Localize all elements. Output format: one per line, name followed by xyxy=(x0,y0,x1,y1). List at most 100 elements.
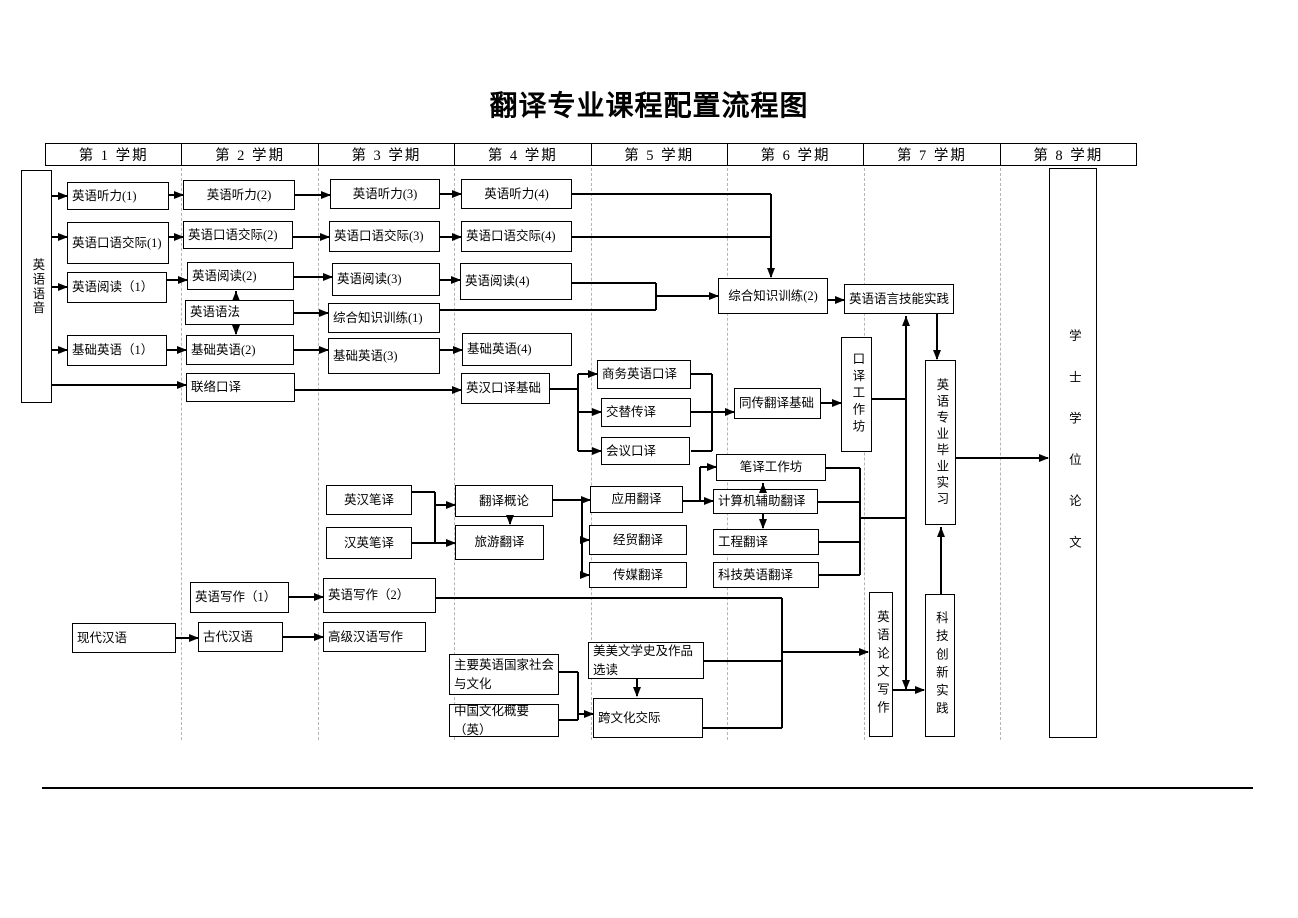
semester-header-2: 第 2 学期 xyxy=(181,144,317,165)
arrowhead-right xyxy=(452,189,462,198)
node-english-listening-1: 英语听力(1) xyxy=(67,182,169,210)
node-intercultural-communication: 跨文化交际 xyxy=(593,698,703,738)
node-consecutive-interpreting: 交替传译 xyxy=(601,398,691,427)
connector-line xyxy=(293,236,329,238)
arrowhead-right xyxy=(584,709,594,718)
node-oral-english-communication-3: 英语口语交际(3) xyxy=(329,221,440,252)
node-english-phonetics: 英语语音 xyxy=(21,170,52,403)
arrowhead-up xyxy=(901,316,910,326)
connector-line xyxy=(905,316,907,502)
node-label: 跨文化交际 xyxy=(598,710,661,725)
column-separator-2 xyxy=(318,168,319,740)
node-liaison-interpreting: 联络口译 xyxy=(186,373,295,402)
node-comprehensive-knowledge-training-1: 综合知识训练(1) xyxy=(328,303,440,333)
node-sci-tech-innovation-practice: 科技创新实践 xyxy=(925,594,955,737)
arrowhead-right xyxy=(453,345,463,354)
node-label: 英语阅读(4) xyxy=(465,274,530,289)
connector-line xyxy=(553,499,590,501)
node-label: 学士学位论文 xyxy=(1066,329,1081,577)
node-label: 中国文化概要（英） xyxy=(454,704,530,737)
semester-header-1: 第 1 学期 xyxy=(78,148,149,164)
semester-header-8: 第 8 学期 xyxy=(999,144,1136,165)
connector-line xyxy=(872,398,906,400)
connector-line xyxy=(295,389,461,391)
node-label: 英语听力(3) xyxy=(352,186,418,201)
node-label: 翻译概论 xyxy=(478,493,529,508)
column-separator-3 xyxy=(454,168,455,740)
connector-line xyxy=(821,402,841,404)
arrowhead-right xyxy=(580,570,590,579)
node-label: 应用翻译 xyxy=(611,492,662,507)
arrowhead-right xyxy=(704,496,714,505)
node-label: 英语论文写作 xyxy=(874,610,889,719)
node-media-translation: 传媒翻译 xyxy=(589,562,687,588)
node-label: 英语阅读(2) xyxy=(192,268,257,283)
node-label: 主要英语国家社会与文化 xyxy=(454,658,555,691)
node-label: 高级汉语写作 xyxy=(328,629,404,644)
connector-line xyxy=(440,279,460,281)
node-label: 交替传译 xyxy=(606,405,657,420)
node-label: 英汉笔译 xyxy=(343,492,394,507)
connector-line xyxy=(578,411,601,413)
node-label: 英语写作（1） xyxy=(195,590,277,605)
column-separator-7 xyxy=(1000,168,1001,740)
arrowhead-right xyxy=(832,398,842,407)
node-english-reading-1: 英语阅读（1） xyxy=(67,272,167,303)
node-label: 英语口语交际(3) xyxy=(334,229,424,244)
node-label: 传媒翻译 xyxy=(612,567,663,582)
node-comprehensive-knowledge-training-2: 综合知识训练(2) xyxy=(718,278,828,314)
arrowhead-down xyxy=(932,350,941,360)
connector-line xyxy=(818,501,860,503)
connector-line xyxy=(819,574,860,576)
arrowhead-up xyxy=(758,483,767,493)
connector-line xyxy=(860,517,906,519)
arrowhead-right xyxy=(452,385,462,394)
arrowhead-down xyxy=(231,325,240,335)
arrowhead-right xyxy=(709,291,719,300)
node-english-language-skills-practice: 英语语言技能实践 xyxy=(844,284,954,314)
node-label: 科技创新实践 xyxy=(933,611,948,720)
connector-line xyxy=(940,527,942,594)
connector-line xyxy=(412,491,435,493)
connector-line xyxy=(782,651,868,653)
arrowhead-right xyxy=(177,380,187,389)
connector-line xyxy=(577,672,579,720)
node-label: 古代汉语 xyxy=(203,629,254,644)
node-label: 笔译工作坊 xyxy=(739,460,803,475)
node-simultaneous-interpreting-basics: 同传翻译基础 xyxy=(734,388,821,419)
node-label: 综合知识训练(1) xyxy=(333,310,423,325)
node-e-c-translation: 英汉笔译 xyxy=(326,485,412,515)
arrowhead-up xyxy=(231,291,240,301)
node-label: 经贸翻译 xyxy=(612,532,663,547)
node-modern-chinese: 现代汉语 xyxy=(72,623,176,653)
connector-line xyxy=(440,236,461,238)
node-conference-interpreting: 会议口译 xyxy=(601,437,690,465)
connector-line xyxy=(434,492,436,543)
connector-line xyxy=(435,504,455,506)
arrowhead-right xyxy=(321,190,331,199)
node-label: 商务英语口译 xyxy=(602,367,678,382)
node-comprehensive-english-1: 基础英语（1） xyxy=(67,335,167,366)
node-label: 英语阅读（1） xyxy=(72,280,154,295)
arrowhead-right xyxy=(314,592,324,601)
connector-line xyxy=(436,597,782,599)
arrowhead-right xyxy=(915,685,925,694)
connector-line xyxy=(826,467,860,469)
node-comprehensive-english-3: 基础英语(3) xyxy=(328,338,440,374)
arrowhead-right xyxy=(835,295,845,304)
node-label: 英语口语交际(2) xyxy=(188,227,278,242)
node-e-c-interpreting-basics: 英汉口译基础 xyxy=(461,373,550,404)
node-label: 英语阅读(3) xyxy=(337,272,402,287)
connector-line xyxy=(176,637,198,639)
node-label: 科技英语翻译 xyxy=(718,567,794,582)
arrowhead-right xyxy=(319,345,329,354)
connector-line xyxy=(781,598,783,728)
arrowhead-right xyxy=(452,232,462,241)
arrowhead-down xyxy=(632,687,641,697)
arrowhead-right xyxy=(177,345,187,354)
node-label: 基础英语(2) xyxy=(191,342,256,357)
node-english-reading-2: 英语阅读(2) xyxy=(187,262,294,290)
node-label: 英语听力(2) xyxy=(206,187,272,202)
node-label: 计算机辅助翻译 xyxy=(718,494,806,509)
